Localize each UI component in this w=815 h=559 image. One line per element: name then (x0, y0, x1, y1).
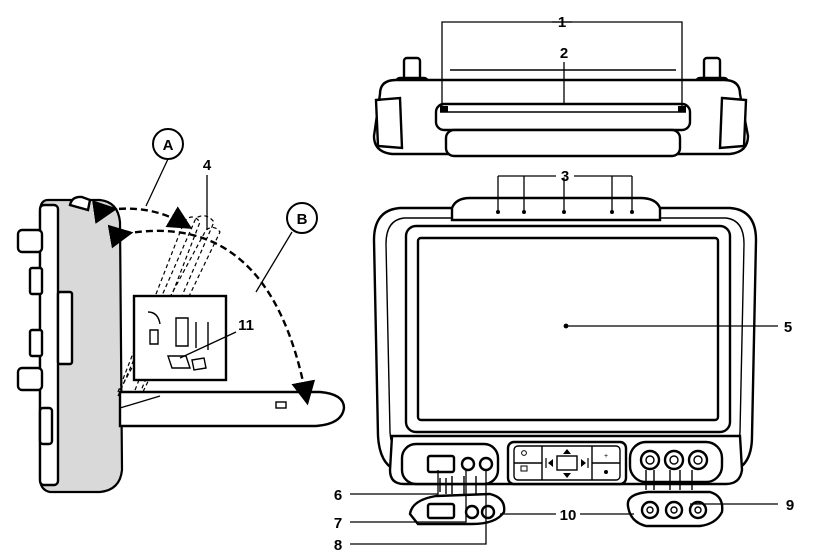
back-icon (604, 470, 608, 474)
headphone-jack (462, 458, 474, 470)
callout-1: 1 (558, 14, 566, 31)
front-view: + (374, 198, 756, 526)
side-lug-right (720, 98, 746, 148)
upper-knob (18, 230, 42, 252)
callout-b-label: B (297, 211, 308, 228)
callout-8: 8 (334, 537, 342, 554)
top-light-right (678, 106, 686, 112)
lower-flange (446, 130, 680, 156)
callout-10: 10 (560, 507, 577, 524)
callout-6: 6 (334, 487, 342, 504)
side-slot (58, 292, 72, 364)
av-jack-1 (641, 451, 659, 469)
leader-a (146, 159, 168, 206)
side-bump (40, 408, 52, 444)
top-center-bar (436, 104, 690, 130)
callout-11: 11 (238, 317, 254, 334)
screen (418, 238, 718, 420)
callout-2: 2 (560, 45, 568, 62)
top-view (374, 58, 748, 156)
top-light-left (440, 106, 448, 112)
svg-text:+: + (604, 453, 608, 460)
leader-b (256, 232, 292, 292)
av-jack-2 (665, 451, 683, 469)
callout-3: 3 (561, 168, 569, 185)
callout-a-label: A (163, 137, 174, 154)
av-jack-3 (689, 451, 707, 469)
light-strip (452, 198, 660, 220)
callout-a: A (153, 129, 183, 159)
open-screen (120, 392, 344, 426)
lower-usb (428, 504, 454, 518)
aux-jack (480, 458, 492, 470)
knob-stem (30, 268, 42, 294)
usb-port (428, 456, 454, 472)
callout-b: B (287, 203, 317, 233)
knob-stem (30, 330, 42, 356)
callout-4: 4 (203, 157, 212, 174)
callout-7: 7 (334, 515, 342, 532)
lower-knob (18, 368, 42, 390)
callout-9: 9 (786, 497, 794, 514)
callout-5: 5 (784, 319, 792, 336)
side-lug-left (376, 98, 402, 148)
